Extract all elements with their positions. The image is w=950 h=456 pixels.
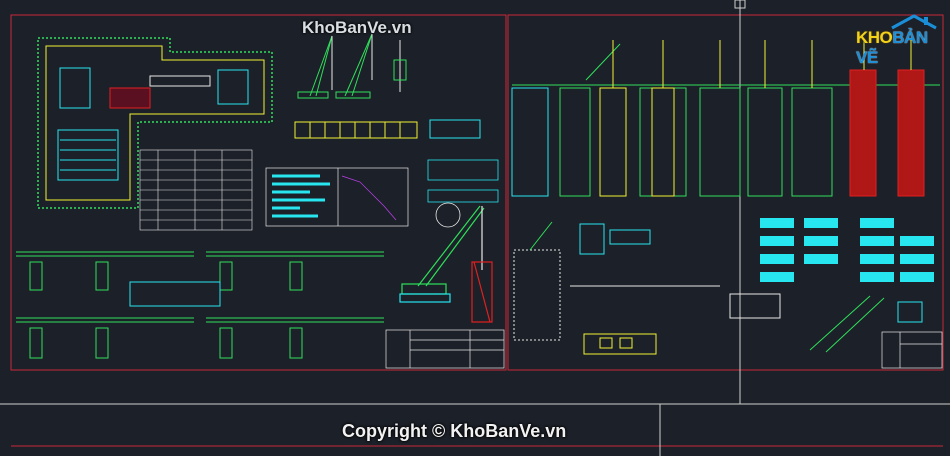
logo-text-banve: BẢN VẼ: [856, 28, 928, 67]
panel-joint-detail: [294, 119, 481, 139]
cross-section-details: [427, 159, 499, 228]
schedule-table-left: [139, 149, 253, 231]
construction-stage-sequence: [511, 40, 940, 197]
site-plan: [37, 37, 273, 209]
crawler-crane-main: [399, 205, 493, 323]
bentonite-supply-diagram: [513, 221, 720, 355]
title-block-right: [881, 331, 943, 369]
progress-schedule-chart: [265, 167, 409, 227]
logo-text-kho: KHO: [856, 28, 893, 47]
crawler-cranes-top: [297, 33, 407, 99]
site-logo: KHOBẢN VẼ: [852, 14, 940, 67]
pile-cap-details: [16, 251, 384, 359]
cursor-box: [734, 0, 746, 9]
logo-text: KHOBẢN VẼ: [856, 28, 940, 68]
title-block-left: [385, 329, 505, 369]
trench-details: [729, 293, 923, 353]
drawing-sheet-frames: [10, 14, 944, 447]
house-roof-icon: [891, 14, 937, 30]
construction-flowchart: [760, 218, 934, 282]
